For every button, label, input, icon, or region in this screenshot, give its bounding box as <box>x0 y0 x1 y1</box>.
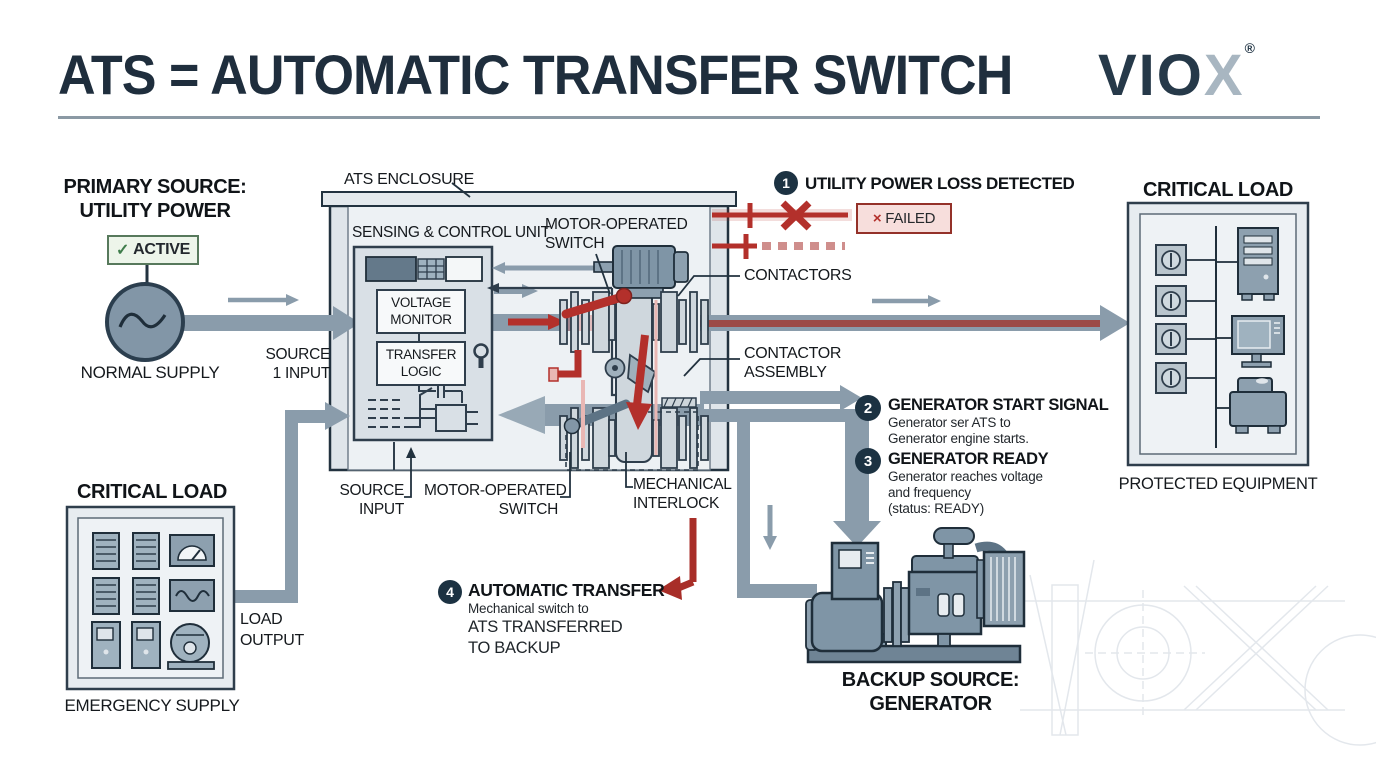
muffler-icon <box>933 527 975 545</box>
mechanical-interlock-label: MECHANICAL INTERLOCK <box>633 476 732 512</box>
failed-status-badge: × FAILED <box>856 203 952 234</box>
vent-icons <box>92 532 160 615</box>
transfer-switch-mechanism <box>548 245 709 471</box>
automatic-transfer-arrow <box>658 518 697 600</box>
monitor-icon <box>1231 315 1285 368</box>
pointer-lines <box>145 253 740 498</box>
load-output-pipe <box>700 295 1130 341</box>
server-tower-icon <box>1237 227 1279 301</box>
load-output-label: LOAD OUTPUT <box>240 611 304 649</box>
source-1-input-label: SOURCE 1 INPUT <box>265 346 330 382</box>
emergency-load-pipe <box>233 402 350 603</box>
callout-3: GENERATOR READY Generator reaches voltag… <box>888 450 1049 516</box>
contactor-stack-lower-left <box>559 407 616 469</box>
keyhole-icon <box>473 343 489 368</box>
protected-equipment-label: PROTECTED EQUIPMENT <box>1118 475 1318 493</box>
active-status-badge: ✓ ACTIVE <box>107 235 199 265</box>
printer-icon <box>1229 377 1287 434</box>
callout-2-badge: 2 <box>855 395 881 421</box>
callout-2: GENERATOR START SIGNAL Generator ser ATS… <box>888 396 1109 446</box>
callout-4-badge: 4 <box>438 580 462 604</box>
callout-4: AUTOMATIC TRANSFER Mechanical switch to … <box>468 580 665 657</box>
utility-source-icon <box>105 282 185 362</box>
sine-wave-box-icon <box>169 579 215 612</box>
sine-wave-icon <box>118 312 167 329</box>
gauge-icon <box>169 534 215 567</box>
critical-load-left-title: CRITICAL LOAD <box>77 481 227 503</box>
contactors-label: CONTACTORS <box>744 267 852 284</box>
voltage-monitor-box: VOLTAGE MONITOR <box>376 289 466 334</box>
sensing-control-unit-label: SENSING & CONTROL UNIT <box>352 224 550 241</box>
critical-load-right-title: CRITICAL LOAD <box>1143 179 1293 201</box>
viox-watermark-icon <box>1020 559 1376 746</box>
primary-source-title: PRIMARY SOURCE: UTILITY POWER <box>63 176 247 223</box>
contactor-assembly-label: CONTACTOR ASSEMBLY <box>744 345 842 382</box>
normal-supply-label: NORMAL SUPPLY <box>80 363 220 382</box>
x-mark-icon <box>780 200 812 231</box>
callout-1-title: UTILITY POWER LOSS DETECTED <box>805 174 1075 193</box>
radiator-icon <box>976 550 1026 628</box>
check-icon: ✓ <box>116 242 130 259</box>
generator-return-pipe <box>700 409 881 598</box>
protected-equipment-panel <box>1126 201 1310 467</box>
generator-illustration <box>805 527 1026 664</box>
relay-schematic-icon <box>368 384 478 432</box>
emergency-supply-label: EMERGENCY SUPPLY <box>64 696 240 715</box>
utility-failure-lines <box>712 200 852 259</box>
page-title: ATS = AUTOMATIC TRANSFER SWITCH <box>58 43 1013 106</box>
utility-input-pipe <box>183 294 360 340</box>
viox-logo: VIOX® <box>1098 40 1255 108</box>
x-icon: × <box>872 210 882 227</box>
motor-operated-switch-top-label: MOTOR-OPERATED SWITCH <box>545 216 688 252</box>
callout-3-badge: 3 <box>855 448 881 474</box>
transfer-direction-arrows <box>548 300 658 455</box>
source-input-label: SOURCE INPUT <box>339 482 404 518</box>
switch-lever-primary <box>561 287 633 319</box>
ats-enclosure-label: ATS ENCLOSURE <box>344 171 475 188</box>
generator-start-pipe <box>700 385 862 411</box>
transfer-logic-box: TRANSFER LOGIC <box>376 341 466 386</box>
callout-1-badge: 1 <box>774 171 798 195</box>
emergency-supply-panel <box>65 505 236 691</box>
motor-unit-icon <box>167 623 215 670</box>
title-underline <box>58 116 1320 119</box>
motor-operated-switch-bottom-label: MOTOR-OPERATED SWITCH <box>424 482 567 518</box>
backup-source-title: BACKUP SOURCE: GENERATOR <box>841 669 1020 716</box>
terminal-block-icon <box>365 256 417 282</box>
